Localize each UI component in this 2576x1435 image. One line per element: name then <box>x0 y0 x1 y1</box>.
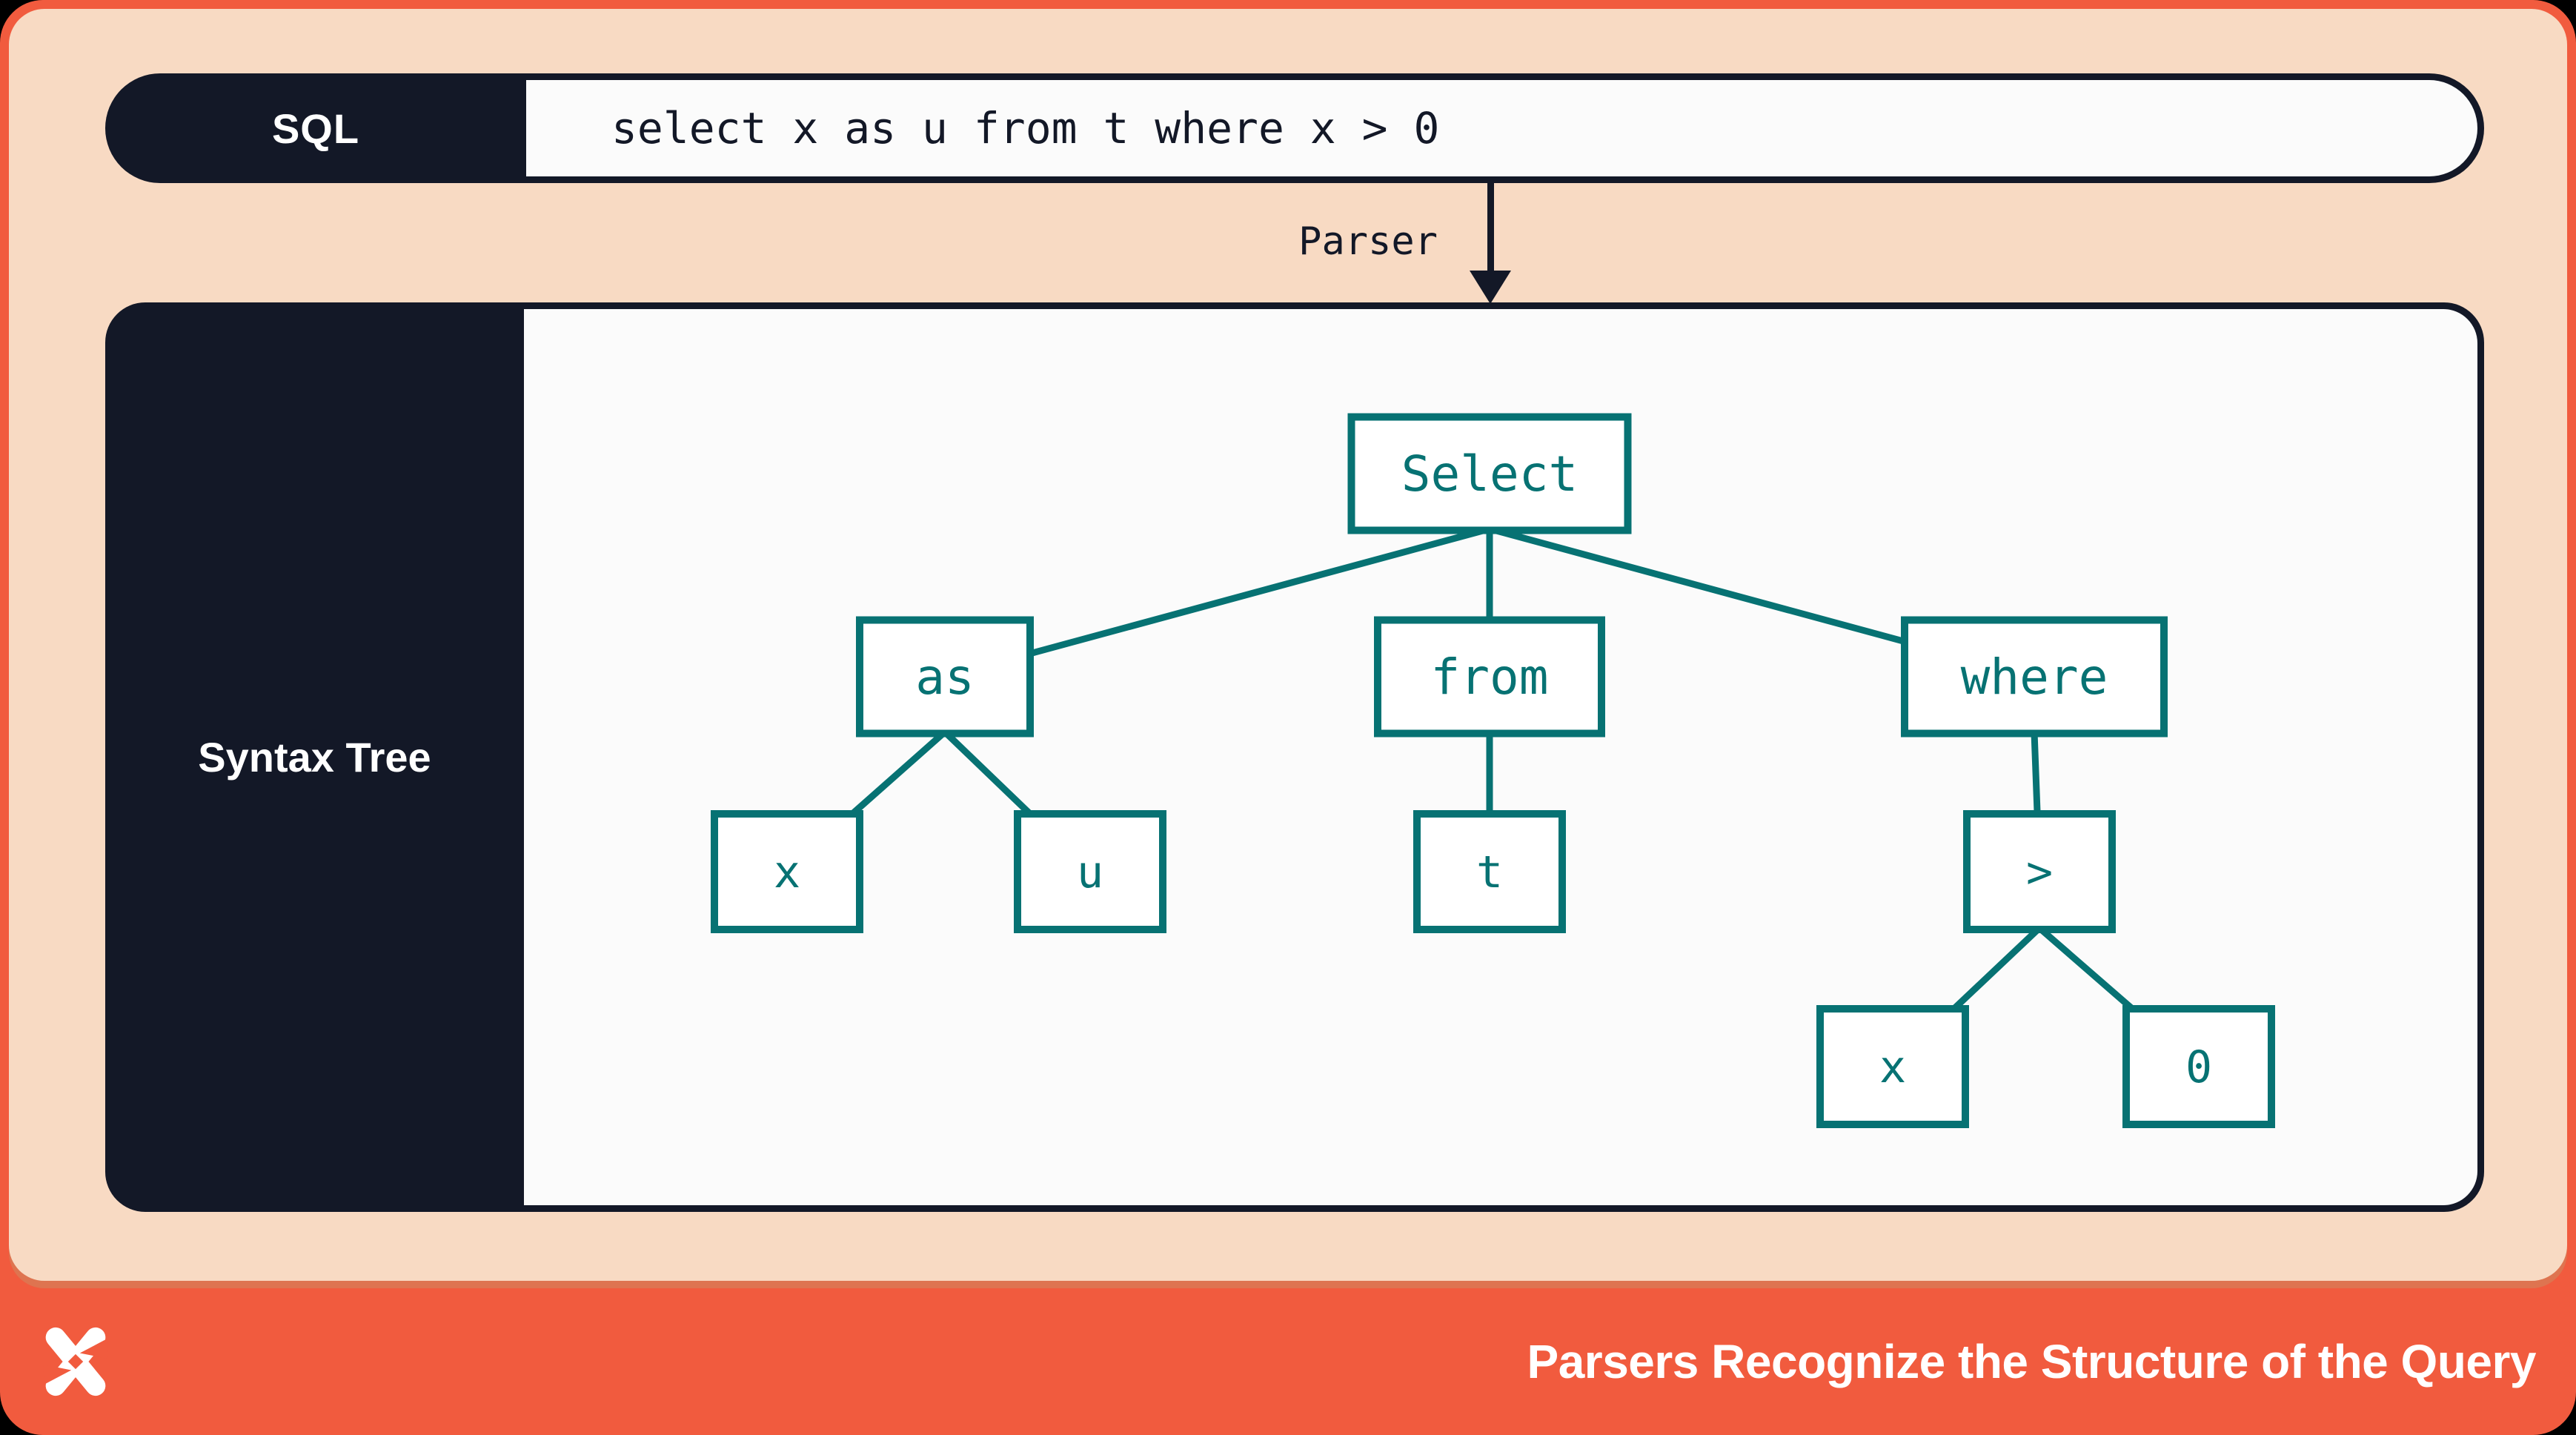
tree-nodes: x u as t from x 0 > where Select <box>711 413 2275 1128</box>
sql-input-bar: SQL select x as u from t where x > 0 <box>105 73 2484 183</box>
tree-node-Select: Select <box>1347 413 1632 534</box>
tree-node-label: x <box>774 846 800 898</box>
tree-node->: > <box>1963 810 2116 933</box>
tree-node-u: u <box>1014 810 1166 933</box>
dx-pinwheel-logo-icon <box>42 1327 109 1396</box>
tree-node-label: x <box>1879 1041 1906 1093</box>
syntax-tree-content: x u as t from x 0 > where Select <box>524 309 2477 1205</box>
tree-node-label: Select <box>1401 445 1578 503</box>
parser-arrow <box>1487 183 1494 274</box>
syntax-tree-svg: x u as t from x 0 > where Select <box>711 413 2275 1128</box>
tree-node-label: 0 <box>2185 1041 2212 1093</box>
tree-node-label: > <box>2026 846 2053 898</box>
tree-node-label: u <box>1077 846 1103 898</box>
tree-node-0: 0 <box>2122 1005 2275 1128</box>
tree-node-label: as <box>915 649 974 706</box>
tree-node-where: where <box>1901 616 2168 738</box>
syntax-tree-panel-label: Syntax Tree <box>198 734 431 781</box>
sql-bar-label: SQL <box>271 105 360 152</box>
tree-edge <box>943 526 1491 680</box>
tree-node-x: x <box>711 810 863 933</box>
tree-edges <box>785 526 2201 1070</box>
tree-node-t: t <box>1413 810 1566 933</box>
parser-arrowhead-icon <box>1470 271 1511 304</box>
footer-title: Parsers Recognize the Structure of the Q… <box>1527 1335 2537 1388</box>
tree-node-from: from <box>1374 616 1605 738</box>
tree-node-label: t <box>1476 846 1503 898</box>
sql-query-text: select x as u from t where x > 0 <box>526 80 2477 176</box>
tree-node-label: from <box>1431 649 1549 706</box>
tree-node-x: x <box>1816 1005 1969 1128</box>
syntax-tree-box: Syntax Tree x u as t from x 0 > where Select <box>105 302 2484 1212</box>
footer-bar: Parsers Recognize the Structure of the Q… <box>0 1288 2576 1435</box>
parser-label: Parser <box>1298 219 1438 264</box>
tree-node-label: where <box>1961 649 2108 706</box>
tree-node-as: as <box>856 616 1034 738</box>
